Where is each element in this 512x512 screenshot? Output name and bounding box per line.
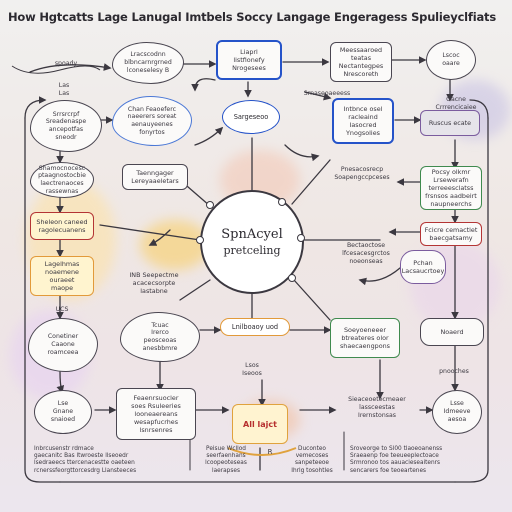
connector [29,63,112,73]
node-far-right-gray: Ruscus ecate [420,110,480,136]
connector-right-frame [454,117,489,483]
node-center-orange-pill: Lnilboaoy uod [220,318,290,336]
node-top-right-box: Meessaaroed teatas Nectantegpes Nrescore… [330,42,392,82]
node-right-blue-box: Intbnce osel racleaind Iasocred Ynogsoli… [332,98,394,144]
connector [469,99,489,119]
node-top-cloud: Lracscodnn blbncarnrgrned lconeselesy B [112,42,184,84]
hub-knot [278,198,286,206]
node-right-gray-box: Pchan Lacsaucrtoey [400,250,446,284]
connector [358,267,401,286]
connector [284,144,320,162]
footer-text-1: Inbrcusenstr rdmace gaecanitc Bas ltwroe… [34,446,137,474]
node-far-right-rounded: Noaerd [420,318,484,346]
connector [56,371,65,394]
footer-text-2: Peisue Wcllod seerfaenhans lcoopeoteseas… [205,446,247,474]
node-bottom-center-box: Feaenrsuocler soes Rsuleeries looneaerea… [116,388,196,440]
connector [191,78,216,92]
hub-title: SpnAcyel [221,226,283,242]
connector-left-frame [24,117,61,483]
hub-knot [196,236,204,244]
footer-text-4: Sroveorge to Sl00 tlaoeoanenss Sraeaenp … [350,446,443,474]
node-center-mid-label: Pnesacosrecp Soapengccpceses [334,166,390,181]
node-left-orange-box: Lagelhmas noaemene ouraeet maope [30,256,94,296]
node-right-low-label: pnooches [439,368,469,375]
hub-knot [288,274,296,282]
connector-bracket [227,447,297,456]
node-left-cloud-3: Conetiner Caaone roamceea [28,318,98,372]
node-center-green-box: Soeyoeneeer btreateres olor shaecaengpon… [330,318,400,358]
node-left-red-box: Sheleon caneed ragolecuanens [30,212,94,240]
node-center-pill: Sargeseoo [222,100,280,134]
node-bottom-badge: All lajct [232,404,288,444]
node-center-right-label: Bectaoctose lfcesacesgrctos noeonseas [342,242,390,265]
node-center-low-label: Lsos Iseoos [242,362,262,377]
connector [24,96,47,119]
node-left-cloud-2: Shamocnocesc ptaagnostocbie laectrenaoce… [30,162,94,198]
connector-hub-spoke [99,224,201,241]
node-left-cloud: Srrsrcrpf Sreadenaspe ancepotfas sneodr [30,100,102,152]
node-top-blue-box: Liaprl listfionefy Nrogesees [216,40,282,80]
hub-knot [297,234,305,242]
page-title: How Hgtcatts Lage Lanugal Imtbels Soccy … [8,10,496,24]
swirl-icon [11,65,101,74]
hub-knot [206,201,214,209]
hub-subtitle: pretceling [223,243,281,257]
node-spoady: spoady [54,60,78,67]
node-center-cloud-3: Tcuac Irerco peosceoas anesbbmre [120,312,200,362]
connector [304,91,332,101]
connector [148,229,171,246]
footer-text-R: R [267,448,273,456]
connector-hub-spoke [293,279,331,321]
hub-circle: SpnAcyel pretceling [200,190,304,294]
footer-text-3: Duconteo vemecoses sanpeteeoe Ihrlg toso… [291,446,333,474]
node-bottom-right-box: Sieaceoetecmeaer lassceestas Irernstonsa… [348,396,406,419]
node-bottom-right-circle: Lsse Idmeeve aesoa [432,390,482,434]
node-las: Las Las [58,82,70,97]
node-right-red-box: Fcicre cemactlet baecgatsamy [420,222,482,246]
node-center-cloud: Chan Feaoeferc naeerers soreat aenauyeen… [112,96,192,146]
node-left-mid-box: Taenngager Lereyaaeletars [122,164,188,190]
connector-hub-spoke [179,279,211,301]
node-ucs-label: UCS [55,306,69,313]
connector-hub-spoke [291,159,331,205]
node-top-right-circle: Lscoc oaare [426,40,476,80]
node-arrow-label: Srnaseoaeeess [303,90,351,97]
connector [194,126,224,146]
node-bottom-left-circle: Lse Gnane snaioed [34,390,92,434]
node-center-box-2: INB Seepectme acacecsorpte lastabne [129,271,179,295]
node-right-green-box: Pocsy olkmr Lrsewerafn terreeesclatss fr… [420,166,482,210]
